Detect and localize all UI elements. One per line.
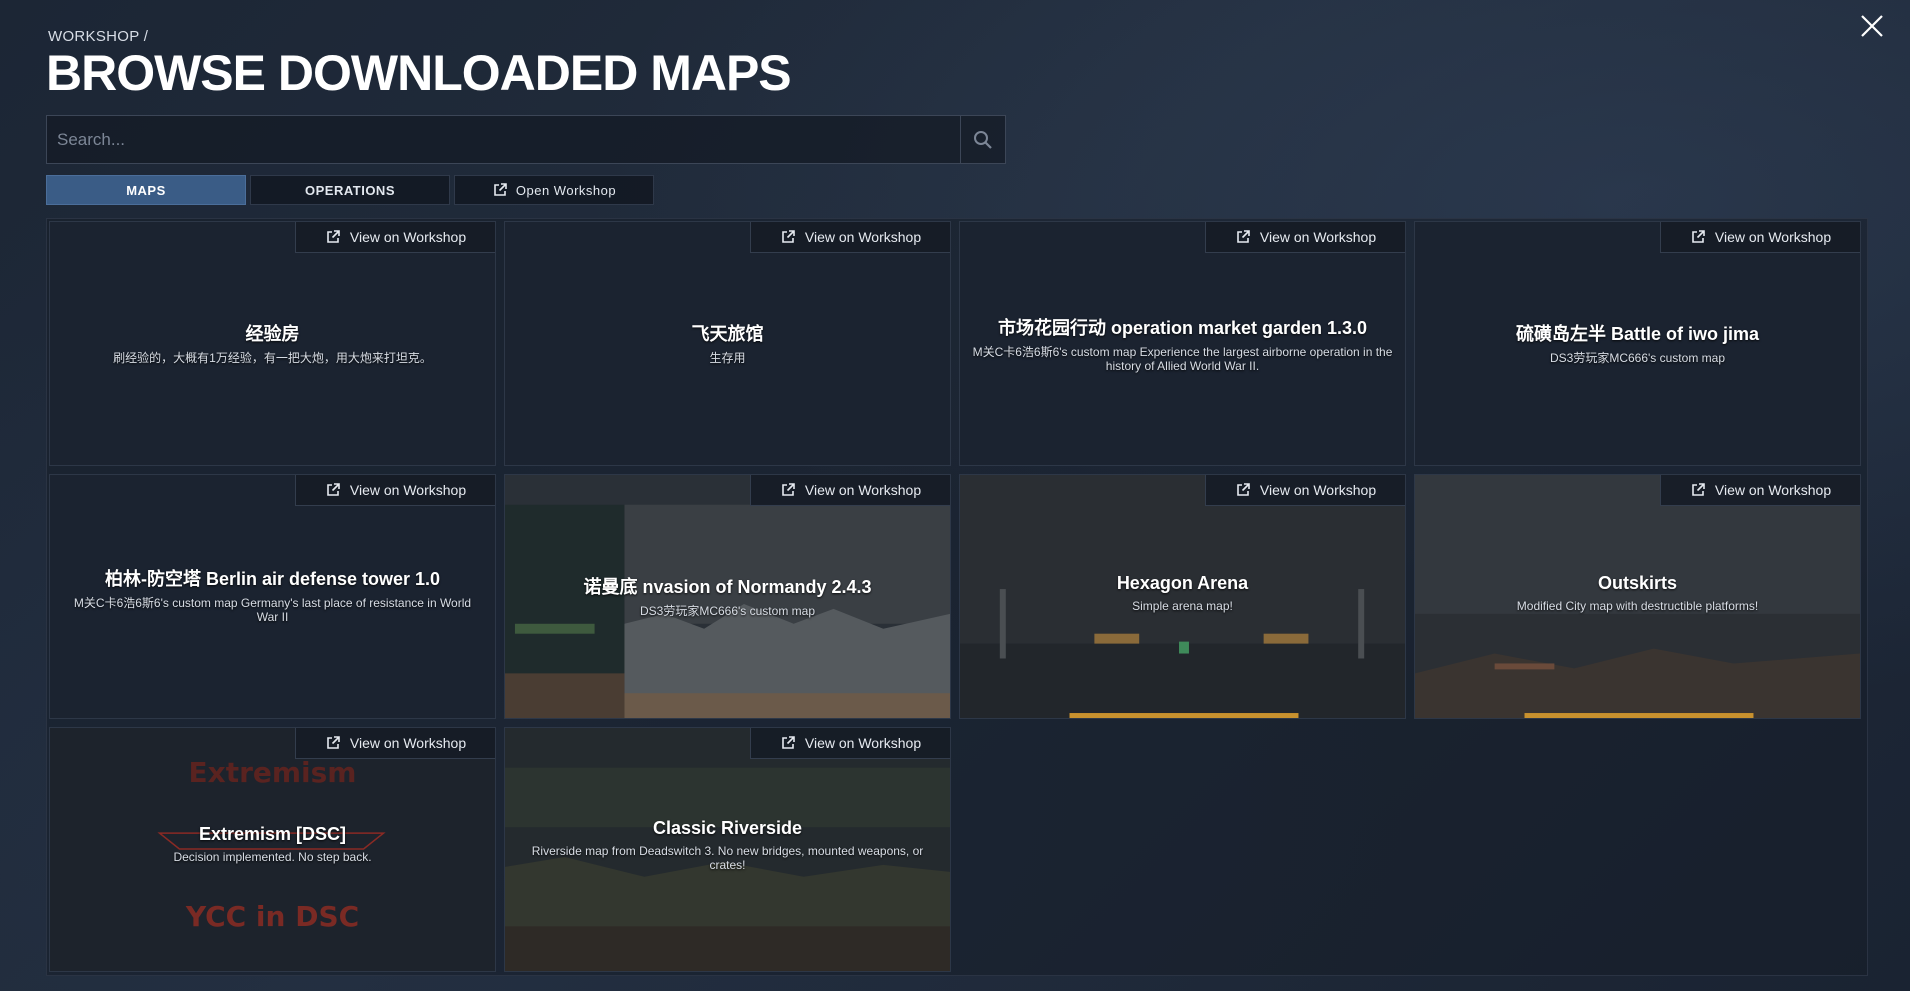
map-description: M关C卡6浩6斯6's custom map Experience the la… [972,345,1393,373]
map-title: 诺曼底 nvasion of Normandy 2.4.3 [583,577,872,597]
map-card[interactable]: View on Workshop 柏林-防空塔 Berlin air defen… [49,474,496,719]
view-on-workshop-label: View on Workshop [804,229,922,245]
map-thumbnail [505,475,950,718]
map-title: Hexagon Arena [1116,573,1249,593]
map-title: 飞天旅馆 [691,324,764,344]
ycc-watermark: YCC in DSC [185,900,360,933]
search-button[interactable] [960,116,1005,163]
external-link-icon [494,183,507,196]
view-on-workshop-button[interactable]: View on Workshop [295,728,495,759]
view-on-workshop-button[interactable]: View on Workshop [1205,222,1405,253]
external-link-icon [327,230,340,243]
view-on-workshop-button[interactable]: View on Workshop [1660,475,1860,506]
map-description: Simple arena map! [1132,599,1233,613]
map-thumbnail [50,728,495,971]
external-link-icon [782,483,795,496]
external-link-icon [1692,483,1705,496]
map-description: Decision implemented. No step back. [173,850,372,864]
view-on-workshop-label: View on Workshop [349,229,467,245]
search-icon [974,130,992,149]
view-on-workshop-button[interactable]: View on Workshop [295,222,495,253]
view-on-workshop-label: View on Workshop [1259,229,1377,245]
open-workshop-button[interactable]: Open Workshop [454,175,654,205]
map-title: 柏林-防空塔 Berlin air defense tower 1.0 [104,569,441,589]
tab-bar: MAPS OPERATIONS Open Workshop [46,175,654,205]
view-on-workshop-label: View on Workshop [1714,229,1832,245]
map-description: 生存用 [709,351,746,365]
external-link-icon [1237,230,1250,243]
tab-maps[interactable]: MAPS [46,175,246,205]
map-card[interactable]: View on Workshop Classic Riverside River… [504,727,951,972]
map-description: M关C卡6浩6斯6's custom map Germany's last pl… [73,596,472,624]
map-title: Extremism [DSC] [198,824,347,844]
view-on-workshop-button[interactable]: View on Workshop [1205,475,1405,506]
search-input[interactable] [47,116,960,163]
map-card[interactable]: View on Workshop 诺曼底 nvasion of Normandy… [504,474,951,719]
map-card[interactable]: View on Workshop 硫磺岛左半 Battle of iwo jim… [1414,221,1861,466]
map-thumbnail [505,728,950,971]
tab-operations[interactable]: OPERATIONS [250,175,450,205]
close-button[interactable] [1860,14,1884,38]
map-card[interactable]: View on Workshop 市场花园行动 operation market… [959,221,1406,466]
open-workshop-label: Open Workshop [515,182,617,198]
map-title: 硫磺岛左半 Battle of iwo jima [1515,324,1760,344]
map-title: Classic Riverside [652,818,803,838]
map-title: 经验房 [245,324,300,344]
map-description: DS3劳玩家MC666's custom map [1549,351,1725,365]
breadcrumb[interactable]: WORKSHOP / [48,28,149,45]
map-title: 市场花园行动 operation market garden 1.3.0 [997,318,1368,338]
map-description: Modified City map with destructible plat… [1516,599,1759,613]
external-link-icon [327,736,340,749]
map-card[interactable]: View on Workshop Hexagon Arena Simple ar… [959,474,1406,719]
map-card[interactable]: View on Workshop 经验房 刷经验的，大概有1万经验，有一把大炮，… [49,221,496,466]
map-card[interactable]: View on Workshop 飞天旅馆 生存用 [504,221,951,466]
view-on-workshop-label: View on Workshop [804,735,922,751]
external-link-icon [327,483,340,496]
view-on-workshop-label: View on Workshop [804,482,922,498]
view-on-workshop-label: View on Workshop [1714,482,1832,498]
view-on-workshop-label: View on Workshop [1259,482,1377,498]
map-grid: View on Workshop 经验房 刷经验的，大概有1万经验，有一把大炮，… [46,218,1868,976]
external-link-icon [1237,483,1250,496]
search-bar [46,115,1006,164]
map-description: DS3劳玩家MC666's custom map [639,604,815,618]
extremism-watermark: Extremism [188,756,357,789]
external-link-icon [782,736,795,749]
map-card[interactable]: Extremism YCC in DSC View on Workshop Ex… [49,727,496,972]
view-on-workshop-button[interactable]: View on Workshop [1660,222,1860,253]
map-card[interactable]: View on Workshop Outskirts Modified City… [1414,474,1861,719]
view-on-workshop-label: View on Workshop [349,482,467,498]
view-on-workshop-button[interactable]: View on Workshop [750,222,950,253]
view-on-workshop-button[interactable]: View on Workshop [295,475,495,506]
view-on-workshop-button[interactable]: View on Workshop [750,475,950,506]
external-link-icon [782,230,795,243]
external-link-icon [1692,230,1705,243]
map-description: Riverside map from Deadswitch 3. No new … [531,844,924,872]
view-on-workshop-label: View on Workshop [349,735,467,751]
view-on-workshop-button[interactable]: View on Workshop [750,728,950,759]
page-title: BROWSE DOWNLOADED MAPS [46,45,792,101]
map-title: Outskirts [1597,573,1678,593]
map-description: 刷经验的，大概有1万经验，有一把大炮，用大炮来打坦克。 [113,351,432,365]
close-icon [1861,15,1883,37]
map-thumbnail [960,475,1405,718]
